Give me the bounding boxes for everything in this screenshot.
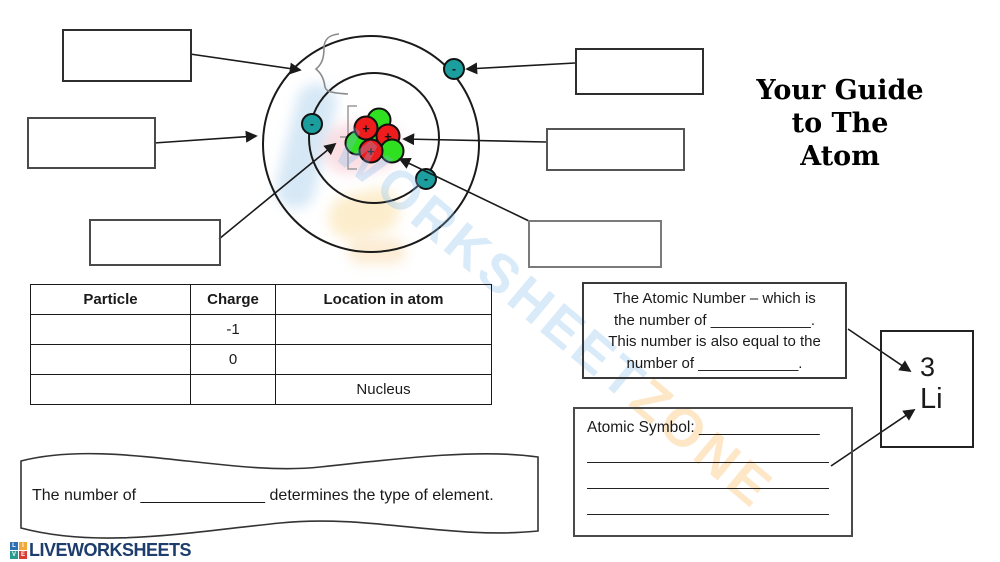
label-box-nucleus[interactable] xyxy=(89,219,221,266)
col-header-particle: Particle xyxy=(30,284,191,315)
cell-charge: 0 xyxy=(190,344,276,375)
proton xyxy=(353,115,379,141)
cell-location: Nucleus xyxy=(275,374,492,405)
element-atomic-number: 3 xyxy=(920,352,936,382)
element-tile: 3 Li xyxy=(880,330,974,448)
outer-orbit-circle xyxy=(262,35,480,253)
write-in-line[interactable] xyxy=(587,437,829,463)
liveworksheets-logo-icon: L I V E xyxy=(10,542,27,559)
atomic-number-line: This number is also equal to the xyxy=(608,333,821,350)
write-in-line[interactable] xyxy=(587,489,829,515)
atomic-symbol-box: Atomic Symbol: ______________ xyxy=(573,407,853,537)
atomic-number-box: The Atomic Number – which is the number … xyxy=(582,282,847,379)
page-title: Your Guide to The Atom xyxy=(740,74,940,173)
atomic-symbol-label: Atomic Symbol: ______________ xyxy=(587,419,820,436)
title-line: Your Guide xyxy=(756,75,924,106)
proton-plus-sign: + xyxy=(362,121,370,136)
title-line: Atom xyxy=(800,141,880,172)
label-box-shell[interactable] xyxy=(62,29,192,82)
banner-sentence: The number of ______________ determines … xyxy=(32,487,494,504)
atomic-number-line: the number of ____________. xyxy=(614,311,815,329)
cell-charge: -1 xyxy=(190,314,276,345)
nucleus: + + + xyxy=(344,107,405,164)
table-row: Nucleus xyxy=(30,374,492,405)
atomic-number-line: The Atomic Number – which is xyxy=(613,290,816,307)
label-box-neutron[interactable] xyxy=(528,220,662,268)
write-in-line[interactable] xyxy=(587,463,829,489)
electron xyxy=(443,58,465,80)
liveworksheets-logo: L I V E LIVEWORKSHEETS xyxy=(10,540,192,561)
logo-square: I xyxy=(19,542,27,550)
title-line: to The xyxy=(791,108,889,139)
arrow-to-shell xyxy=(189,53,302,75)
inner-orbit-circle xyxy=(308,72,440,204)
liveworksheets-logo-text: LIVEWORKSHEETS xyxy=(29,540,192,560)
shell-brace xyxy=(314,33,349,95)
electron-minus-sign: - xyxy=(452,62,456,76)
arrow-to-neutron xyxy=(398,158,530,222)
cell-charge-blank[interactable] xyxy=(190,374,276,405)
arrow-to-electron xyxy=(465,62,576,75)
logo-square: V xyxy=(10,551,18,559)
cell-particle-blank[interactable] xyxy=(30,374,191,405)
cell-particle-blank[interactable] xyxy=(30,344,191,375)
label-box-electron[interactable] xyxy=(575,48,704,95)
electron-minus-sign: - xyxy=(310,117,314,131)
arrow-to-atomic-number xyxy=(847,328,912,373)
label-box-outer-orbit[interactable] xyxy=(27,117,156,169)
logo-square: L xyxy=(10,542,18,550)
cell-location-blank[interactable] xyxy=(275,314,492,345)
table-row: -1 xyxy=(30,314,492,345)
label-box-proton[interactable] xyxy=(546,128,685,171)
proton-plus-sign: + xyxy=(367,144,375,159)
electron xyxy=(301,113,323,135)
element-symbol: Li xyxy=(920,383,943,415)
arrow-to-outer-orbit xyxy=(153,130,258,144)
cell-location-blank[interactable] xyxy=(275,344,492,375)
electron-minus-sign: - xyxy=(424,172,428,186)
arrow-to-proton xyxy=(402,133,547,146)
cell-particle-blank[interactable] xyxy=(30,314,191,345)
arrow-to-atomic-symbol xyxy=(830,408,916,467)
wave-banner-shape xyxy=(20,452,539,539)
particle-table: Particle Charge Location in atom -1 0 Nu… xyxy=(30,284,492,405)
proton xyxy=(358,138,384,164)
table-header-row: Particle Charge Location in atom xyxy=(30,284,492,315)
atomic-number-line: number of ____________. xyxy=(626,354,803,372)
logo-square: E xyxy=(19,551,27,559)
col-header-location: Location in atom xyxy=(275,284,492,315)
pointer-arrows xyxy=(153,53,916,467)
col-header-charge: Charge xyxy=(190,284,276,315)
table-row: 0 xyxy=(30,344,492,375)
proton-plus-sign: + xyxy=(384,129,392,144)
arrow-to-nucleus xyxy=(218,142,337,240)
